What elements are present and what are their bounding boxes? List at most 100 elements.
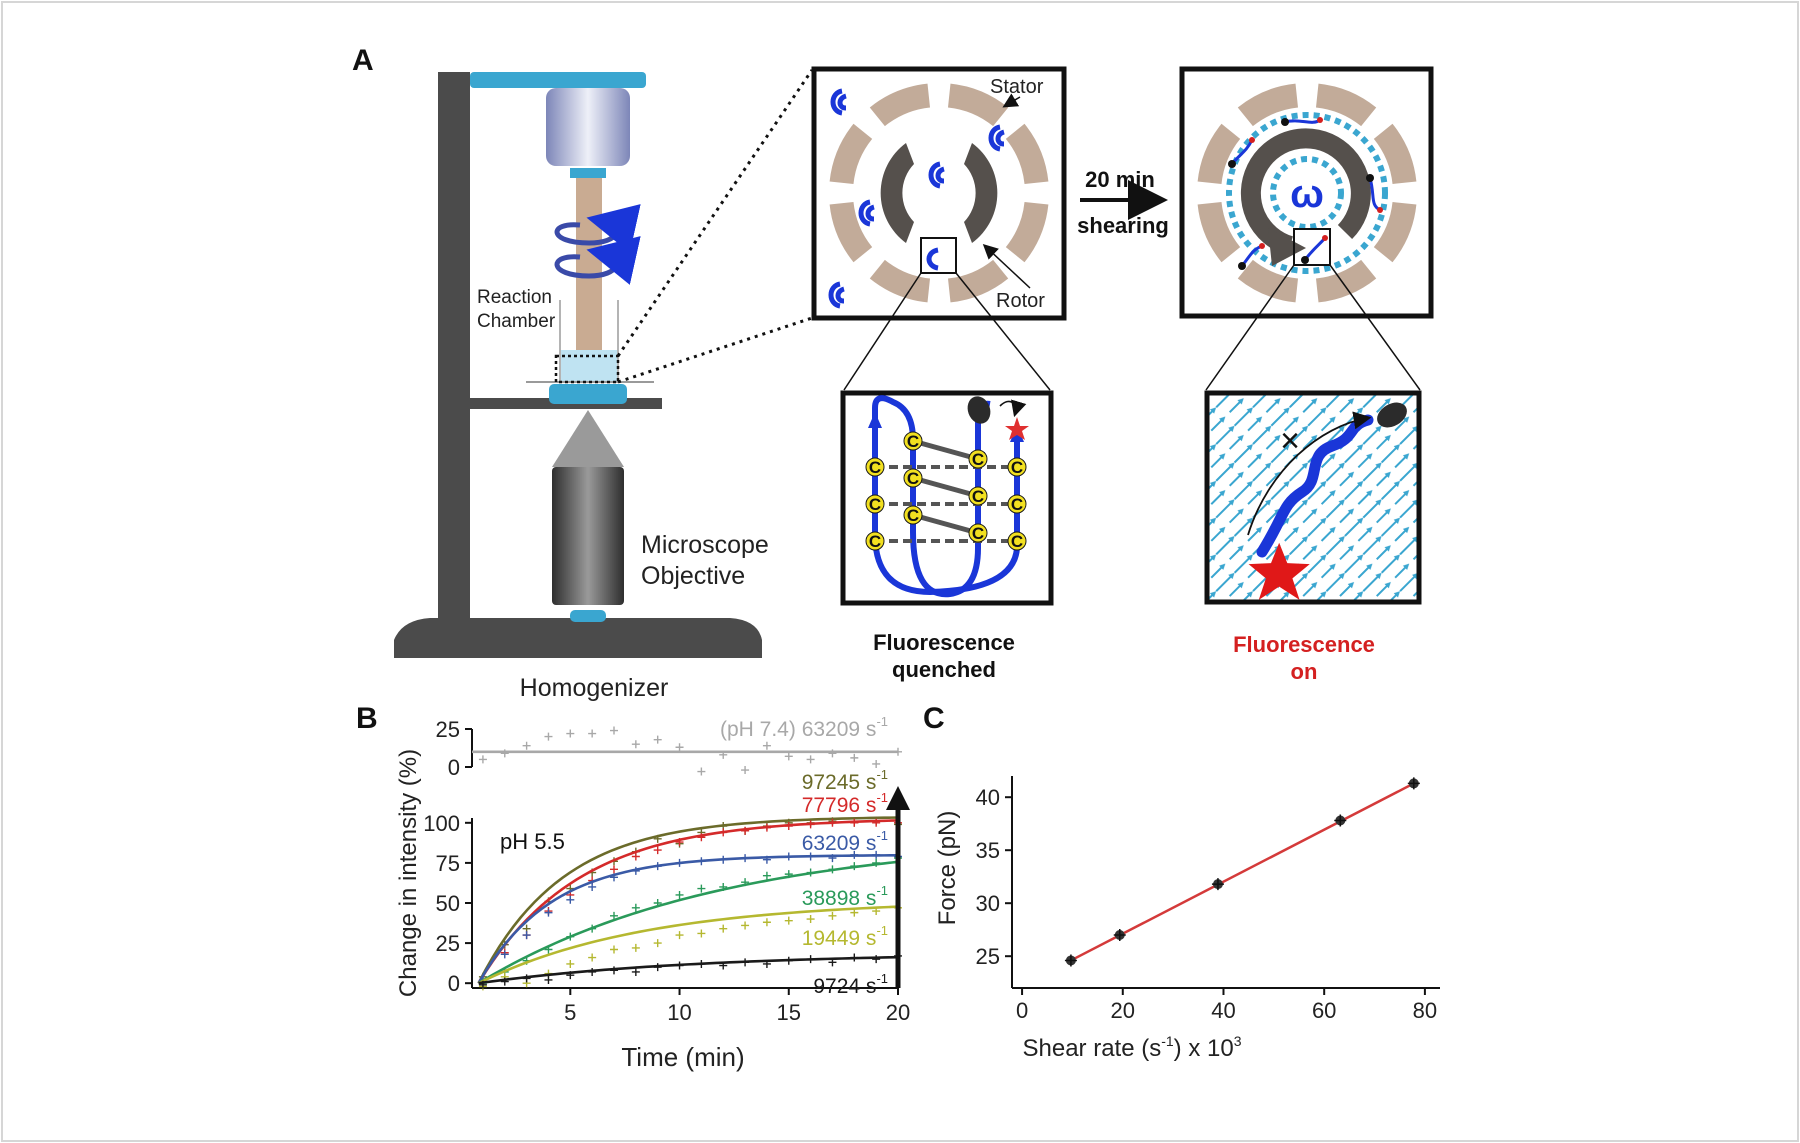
chart-b-ytick-label: 75 — [436, 851, 460, 876]
chart-c-xtick-label: 20 — [1111, 998, 1135, 1023]
reaction-chamber-label-1: Reaction — [477, 287, 552, 308]
stator-segment — [1237, 259, 1299, 303]
stator-segment — [1315, 83, 1377, 127]
rotor-label: Rotor — [996, 290, 1045, 312]
zoom-box-before — [920, 237, 957, 274]
strand-arrow-icon — [868, 412, 882, 428]
inset-zoom-line-1 — [843, 272, 922, 391]
chart-b-series-label: 77796 s-1 — [802, 790, 888, 817]
chart-b-data-point — [566, 895, 575, 904]
cytosine-letter: C — [1011, 532, 1023, 551]
stator-ring-after — [1197, 83, 1417, 303]
rotor-pointer — [982, 243, 1031, 289]
rotor-stator-after: ω — [1179, 66, 1434, 319]
quencher-icon — [967, 396, 991, 424]
chart-b: Time (min) Change in intensity (%) pH 5.… — [395, 714, 910, 1072]
inset-on-flow — [1207, 393, 1419, 602]
cytosine-base — [968, 449, 988, 469]
unfolded-protein-icon — [1228, 117, 1383, 270]
reaction-chamber-label-2: Chamber — [477, 311, 556, 332]
chart-b-data-point — [719, 924, 728, 933]
chart-b-series-label-main: 77796 s — [802, 794, 877, 817]
cytosine-base — [1007, 531, 1027, 551]
chart-b-data-point — [566, 729, 575, 738]
cytosine-letter: C — [972, 524, 984, 543]
caption-quenched-2: quenched — [892, 657, 996, 682]
homogenizer-pole — [438, 72, 470, 632]
chart-b-fit-line — [477, 860, 899, 985]
stator-segment — [869, 83, 931, 127]
chart-c-error-bar — [1407, 777, 1420, 790]
stator-ring-before — [829, 83, 1049, 303]
chart-b-fit-line — [477, 819, 899, 984]
cytosine-letter: C — [1011, 495, 1023, 514]
chart-b-top-ytick-label: 0 — [448, 755, 460, 780]
chart-b-ytick-label: 0 — [448, 971, 460, 996]
chart-b-data-point — [522, 741, 531, 750]
gquad-hbonds — [875, 465, 1017, 543]
rotor-left-half — [880, 143, 914, 243]
stator-segment — [1005, 123, 1049, 185]
chart-b-data-point — [762, 871, 771, 880]
chart-b-series-label-sup: -1 — [876, 923, 888, 938]
chart-c-xtick-label: 0 — [1016, 998, 1028, 1023]
chart-b-data-point — [522, 931, 531, 940]
inset-zoom-line-3 — [1205, 264, 1295, 391]
chart-b-series-label: 97245 s-1 — [802, 767, 888, 794]
chart-b-data-point — [566, 959, 575, 968]
chart-c-ytick-label: 40 — [976, 785, 1000, 810]
inset-zoom-line-2 — [955, 272, 1051, 391]
chart-c-ytick-label: 35 — [976, 838, 1000, 863]
zoom-box-chamber — [554, 354, 620, 384]
cytosine-letter: C — [869, 458, 881, 477]
stator-segment — [1373, 123, 1417, 185]
cytosine-base — [1007, 457, 1027, 477]
chart-c-xlabel-sup: 3 — [1234, 1033, 1242, 1049]
chart-b-data-point — [478, 755, 487, 764]
chart-b-xtick-label: 15 — [777, 1000, 801, 1025]
chart-b-ytick-label: 25 — [436, 931, 460, 956]
stator-segment — [829, 201, 873, 263]
chart-b-fit-line — [477, 816, 899, 984]
cytosine-base — [903, 468, 923, 488]
chart-b-ytick-label: 100 — [423, 811, 460, 836]
stretched-protein — [1256, 414, 1374, 558]
rotor-box-before — [811, 66, 1067, 321]
chart-b-fit-line — [477, 905, 899, 985]
chart-b-series-label: (pH 7.4) 63209 s-1 — [720, 714, 888, 741]
chart-c-xlabel-part: ) x 10 — [1174, 1035, 1234, 1062]
chart-b-data-point — [762, 741, 771, 750]
quench-arrow-icon — [999, 399, 1027, 418]
chart-b-series-label-sup: -1 — [876, 828, 888, 843]
inset-on-frame — [1204, 390, 1422, 605]
quencher-icon — [1377, 402, 1407, 428]
zoom-line-bottom — [617, 316, 813, 384]
chart-b-series-label-main: 38898 s — [802, 887, 877, 910]
rotor-rotation-arrow-icon — [1240, 128, 1371, 256]
stator-segment — [1005, 201, 1049, 263]
chart-b-fit-line — [478, 955, 899, 985]
chart-b-xlabel: Time (min) — [621, 1042, 744, 1072]
chart-b-data-point — [588, 729, 597, 738]
chart-b-data-point — [588, 953, 597, 962]
cytosine-letter: C — [972, 487, 984, 506]
chart-c-ytick-label: 30 — [976, 891, 1000, 916]
chart-b-data-point — [872, 759, 881, 768]
chart-b-series-label: 63209 s-1 — [802, 828, 888, 855]
stator-segment — [829, 123, 873, 185]
chart-b-data-point — [610, 911, 618, 920]
chart-b-xtick-label: 10 — [667, 1000, 691, 1025]
chart-b-data-point — [697, 767, 706, 776]
rotor-shaft — [576, 178, 602, 356]
chart-b-data-point — [631, 967, 640, 976]
stator-segment — [1197, 123, 1241, 185]
stage-cap — [549, 384, 627, 404]
chart-b-data-point — [653, 939, 662, 948]
homogenizer-base — [394, 618, 762, 658]
cytosine-base — [1007, 494, 1027, 514]
cytosine-letter: C — [907, 506, 919, 525]
chart-c-error-bar — [1211, 878, 1224, 891]
